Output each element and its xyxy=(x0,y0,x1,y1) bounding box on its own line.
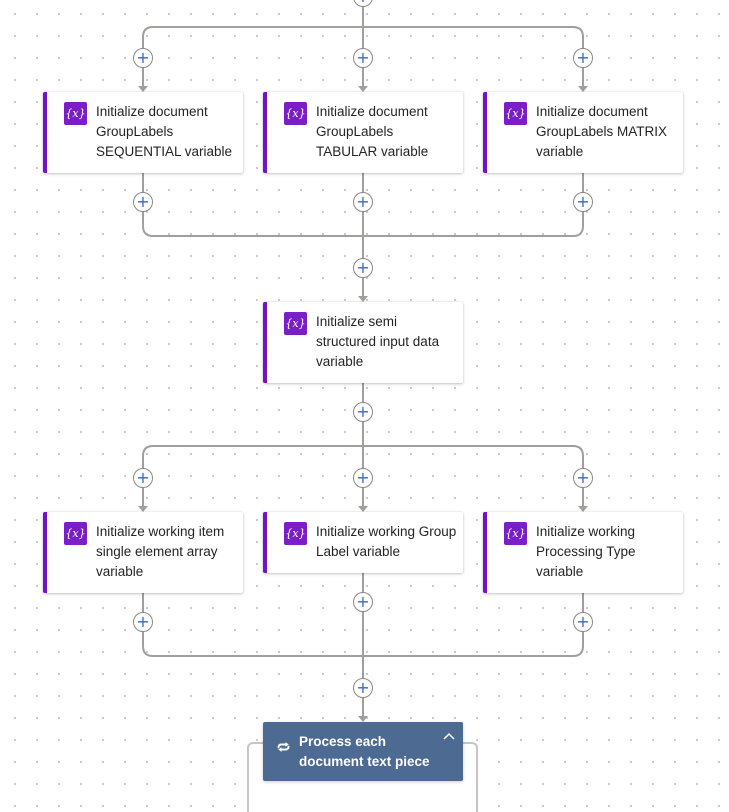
add-step-button[interactable]: + xyxy=(573,468,593,488)
action-title: Initialize document GroupLabels MATRIX v… xyxy=(536,104,668,159)
add-step-button[interactable]: + xyxy=(353,678,373,698)
add-step-button[interactable]: + xyxy=(353,592,373,612)
variable-icon: {x} xyxy=(64,102,87,125)
action-card[interactable]: {x} Initialize document GroupLabels TABU… xyxy=(263,92,463,173)
variable-icon: {x} xyxy=(504,102,527,125)
action-card[interactable]: {x} Initialize document GroupLabels SEQU… xyxy=(43,92,243,173)
variable-icon: {x} xyxy=(64,522,87,545)
chevron-up-icon[interactable] xyxy=(441,729,457,745)
add-step-button[interactable]: + xyxy=(353,258,373,278)
add-step-button[interactable]: + xyxy=(133,468,153,488)
variable-icon: {x} xyxy=(504,522,527,545)
action-card[interactable]: {x} Initialize working Group Label varia… xyxy=(263,512,463,573)
action-title: Initialize working Group Label variable xyxy=(316,524,457,559)
add-step-button[interactable]: + xyxy=(573,612,593,632)
add-step-button[interactable]: + xyxy=(353,402,373,422)
add-step-button[interactable]: + xyxy=(353,468,373,488)
apply-to-each-card[interactable]: 🔁︎ Process each document text piece xyxy=(263,722,463,781)
add-step-button[interactable]: + xyxy=(573,48,593,68)
action-title: Initialize working Processing Type varia… xyxy=(536,524,636,579)
add-step-button[interactable]: + xyxy=(573,192,593,212)
loop-title: Process each document text piece xyxy=(299,734,430,769)
action-card[interactable]: {x} Initialize document GroupLabels MATR… xyxy=(483,92,683,173)
variable-icon: {x} xyxy=(284,312,307,335)
variable-icon: {x} xyxy=(284,522,307,545)
action-card[interactable]: {x} Initialize semi structured input dat… xyxy=(263,302,463,383)
add-step-button[interactable]: + xyxy=(353,48,373,68)
action-title: Initialize document GroupLabels SEQUENTI… xyxy=(96,104,233,159)
add-step-button[interactable]: + xyxy=(353,192,373,212)
add-step-button[interactable]: + xyxy=(133,48,153,68)
action-card[interactable]: {x} Initialize working Processing Type v… xyxy=(483,512,683,593)
action-title: Initialize document GroupLabels TABULAR … xyxy=(316,104,429,159)
action-title: Initialize semi structured input data va… xyxy=(316,314,440,369)
action-card[interactable]: {x} Initialize working item single eleme… xyxy=(43,512,243,593)
variable-icon: {x} xyxy=(284,102,307,125)
add-step-button[interactable]: + xyxy=(133,192,153,212)
action-title: Initialize working item single element a… xyxy=(96,524,225,579)
add-step-button[interactable]: + xyxy=(133,612,153,632)
loop-icon: 🔁︎ xyxy=(277,741,291,756)
